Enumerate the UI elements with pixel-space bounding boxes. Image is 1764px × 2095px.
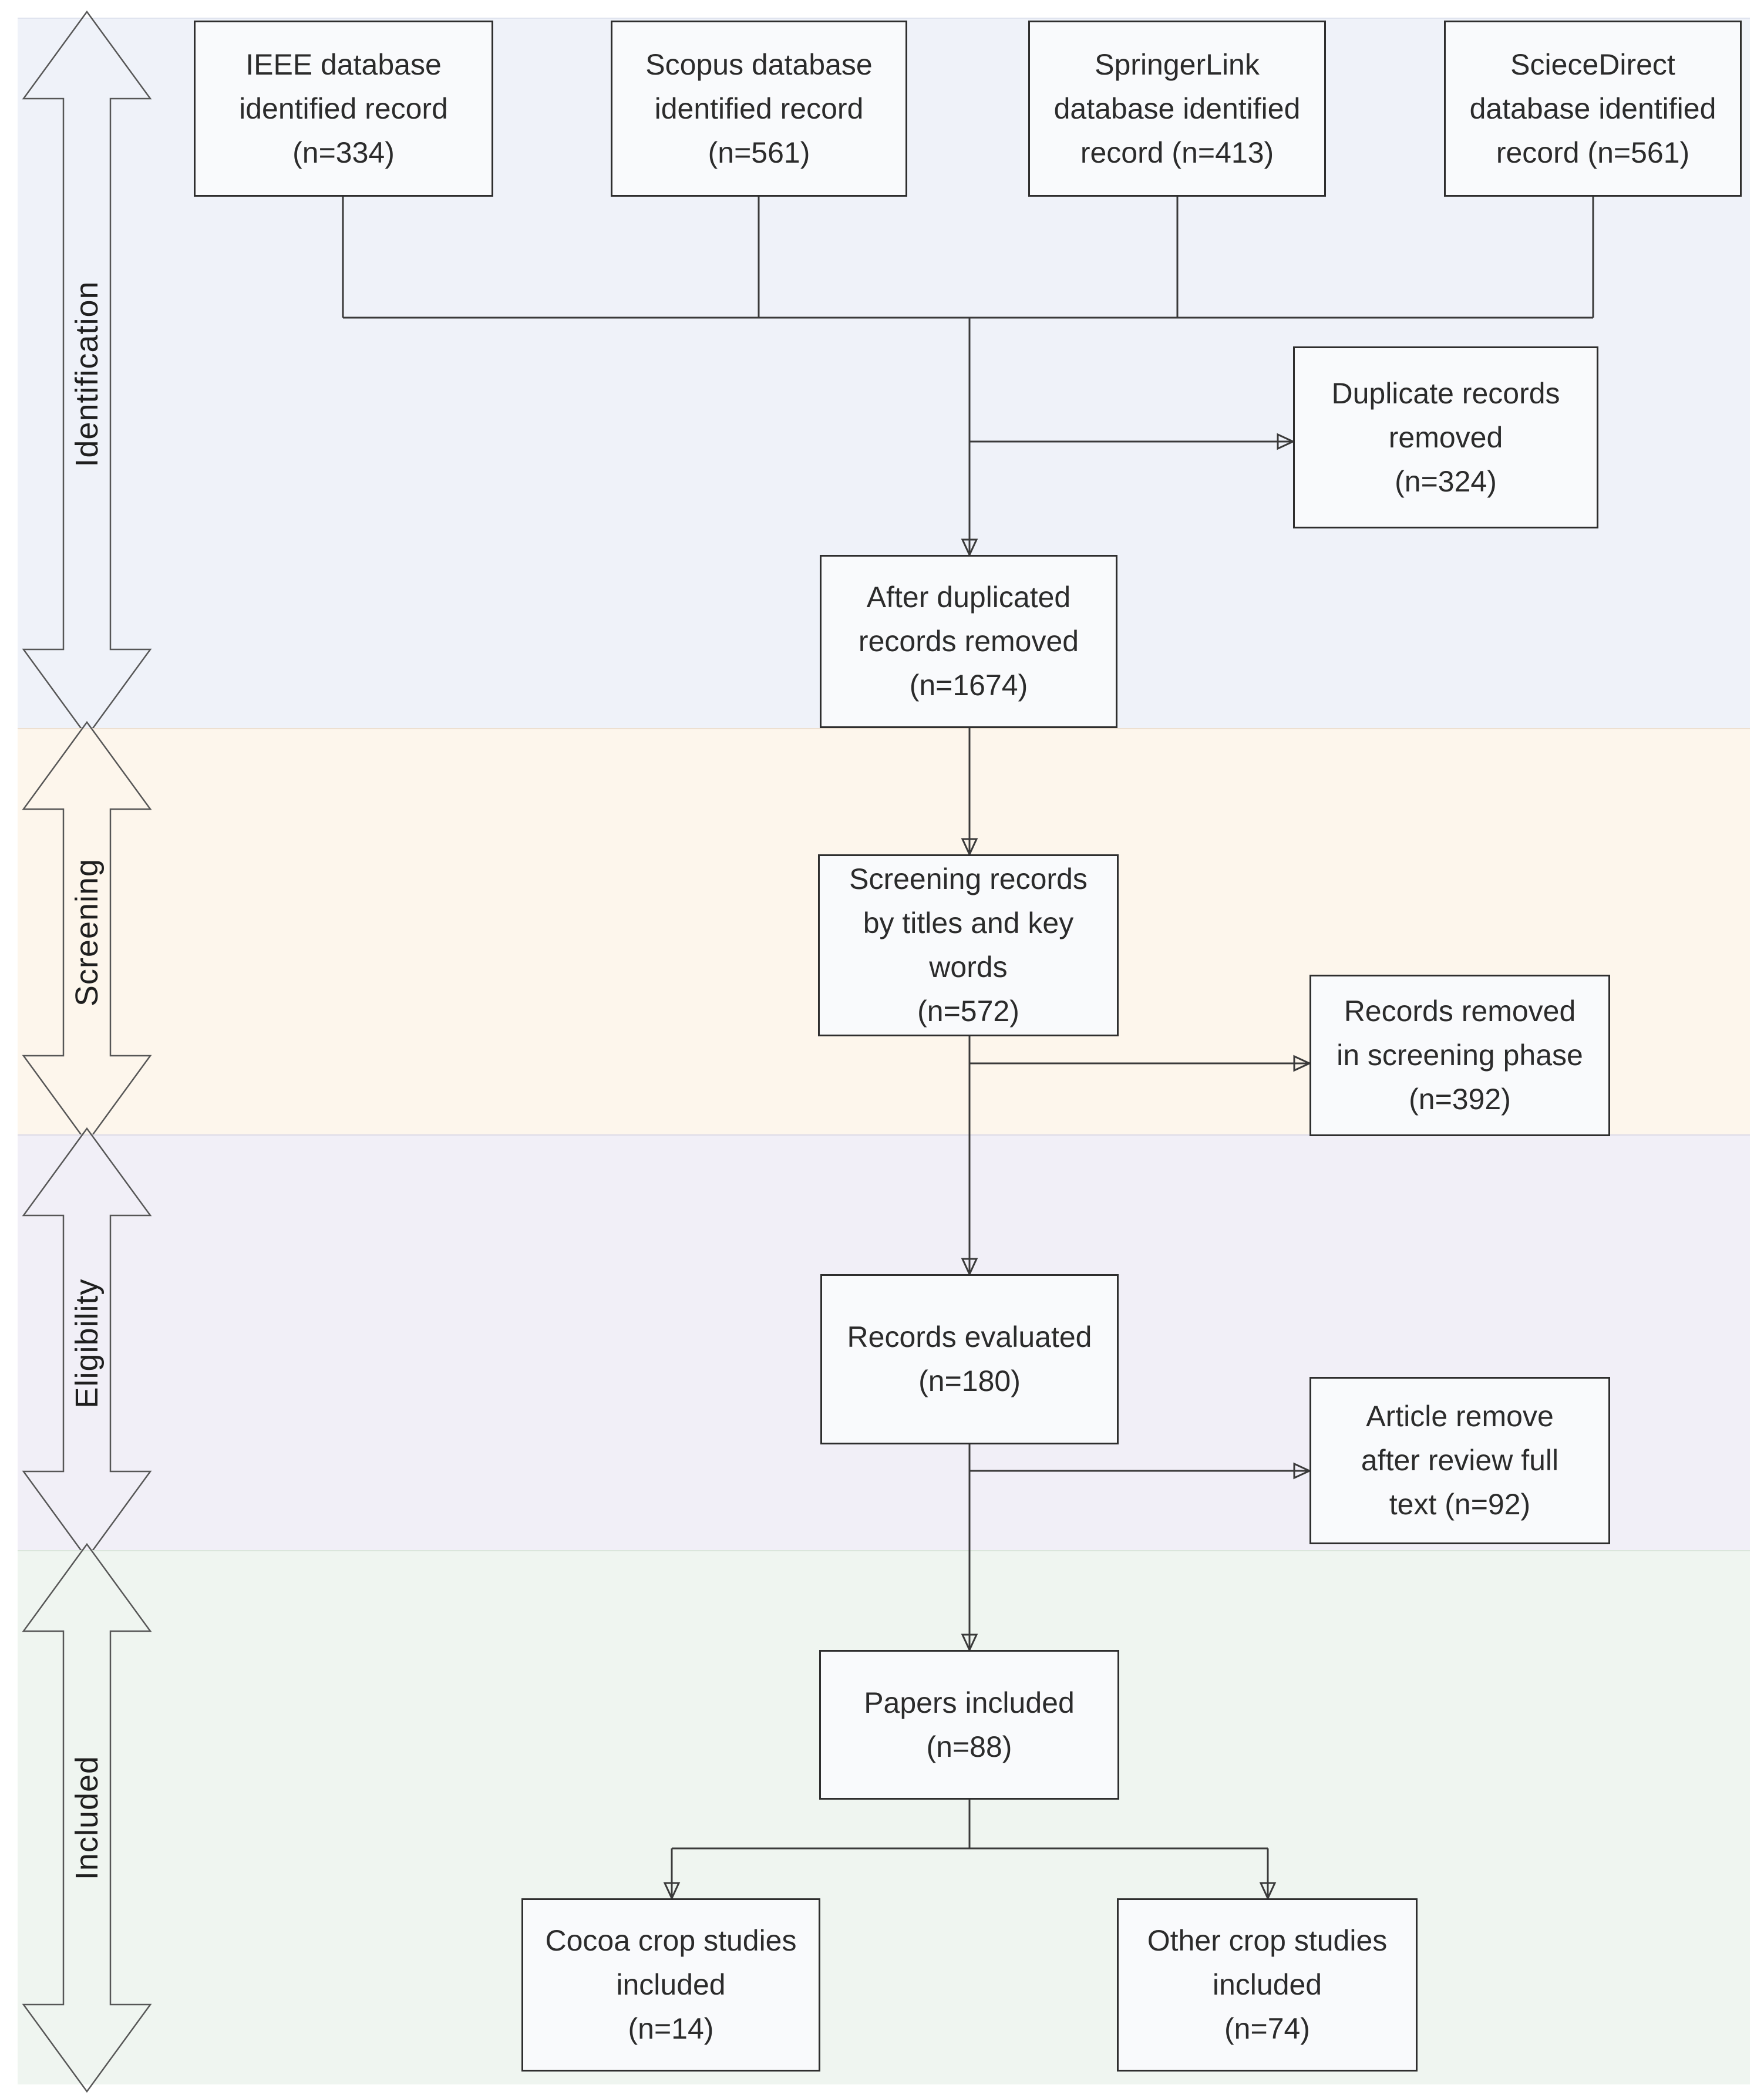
node-article-removed-label: Article remove after review full text (n… — [1361, 1400, 1559, 1521]
node-removed-in-screening: Records removed in screening phase (n=39… — [1309, 975, 1610, 1136]
node-screening-records-label: Screening records by titles and key word… — [849, 863, 1088, 1028]
phase-band-included: Included — [18, 1542, 1750, 2093]
node-removed-in-screening-label: Records removed in screening phase (n=39… — [1337, 995, 1583, 1116]
double-arrow-outline — [22, 1542, 152, 2093]
node-after-duplicates-removed-label: After duplicated records removed (n=1674… — [858, 581, 1079, 702]
node-papers-included-label: Papers included (n=88) — [864, 1686, 1075, 1763]
phase-label-identification: Identification — [69, 281, 105, 467]
node-cocoa-studies-label: Cocoa crop studies included (n=14) — [545, 1924, 797, 2045]
node-ieee-database-label: IEEE database identified record (n=334) — [239, 48, 448, 169]
node-article-removed: Article remove after review full text (n… — [1309, 1377, 1610, 1544]
node-screening-records: Screening records by titles and key word… — [818, 854, 1119, 1036]
node-sciecedirect-database-label: ScieceDirect database identified record … — [1469, 48, 1716, 169]
node-duplicates-removed: Duplicate records removed (n=324) — [1293, 346, 1598, 528]
node-records-evaluated-label: Records evaluated (n=180) — [847, 1321, 1092, 1397]
node-other-studies-label: Other crop studies included (n=74) — [1147, 1924, 1388, 2045]
node-sciecedirect-database: ScieceDirect database identified record … — [1444, 21, 1742, 197]
phase-label-eligibility: Eligibility — [69, 1278, 105, 1409]
node-other-studies: Other crop studies included (n=74) — [1117, 1898, 1418, 2072]
node-cocoa-studies: Cocoa crop studies included (n=14) — [521, 1898, 820, 2072]
node-records-evaluated: Records evaluated (n=180) — [820, 1274, 1119, 1444]
node-springerlink-database: SpringerLink database identified record … — [1028, 21, 1326, 197]
double-arrow-icon — [22, 1542, 152, 2093]
node-duplicates-removed-label: Duplicate records removed (n=324) — [1331, 376, 1560, 498]
node-scopus-database-label: Scopus database identified record (n=561… — [645, 48, 873, 169]
node-ieee-database: IEEE database identified record (n=334) — [194, 21, 493, 197]
phase-label-included: Included — [69, 1755, 105, 1881]
node-scopus-database: Scopus database identified record (n=561… — [611, 21, 907, 197]
node-papers-included: Papers included (n=88) — [819, 1650, 1119, 1800]
node-springerlink-database-label: SpringerLink database identified record … — [1053, 48, 1301, 169]
node-after-duplicates-removed: After duplicated records removed (n=1674… — [820, 555, 1117, 728]
phase-label-screening: Screening — [69, 858, 105, 1007]
